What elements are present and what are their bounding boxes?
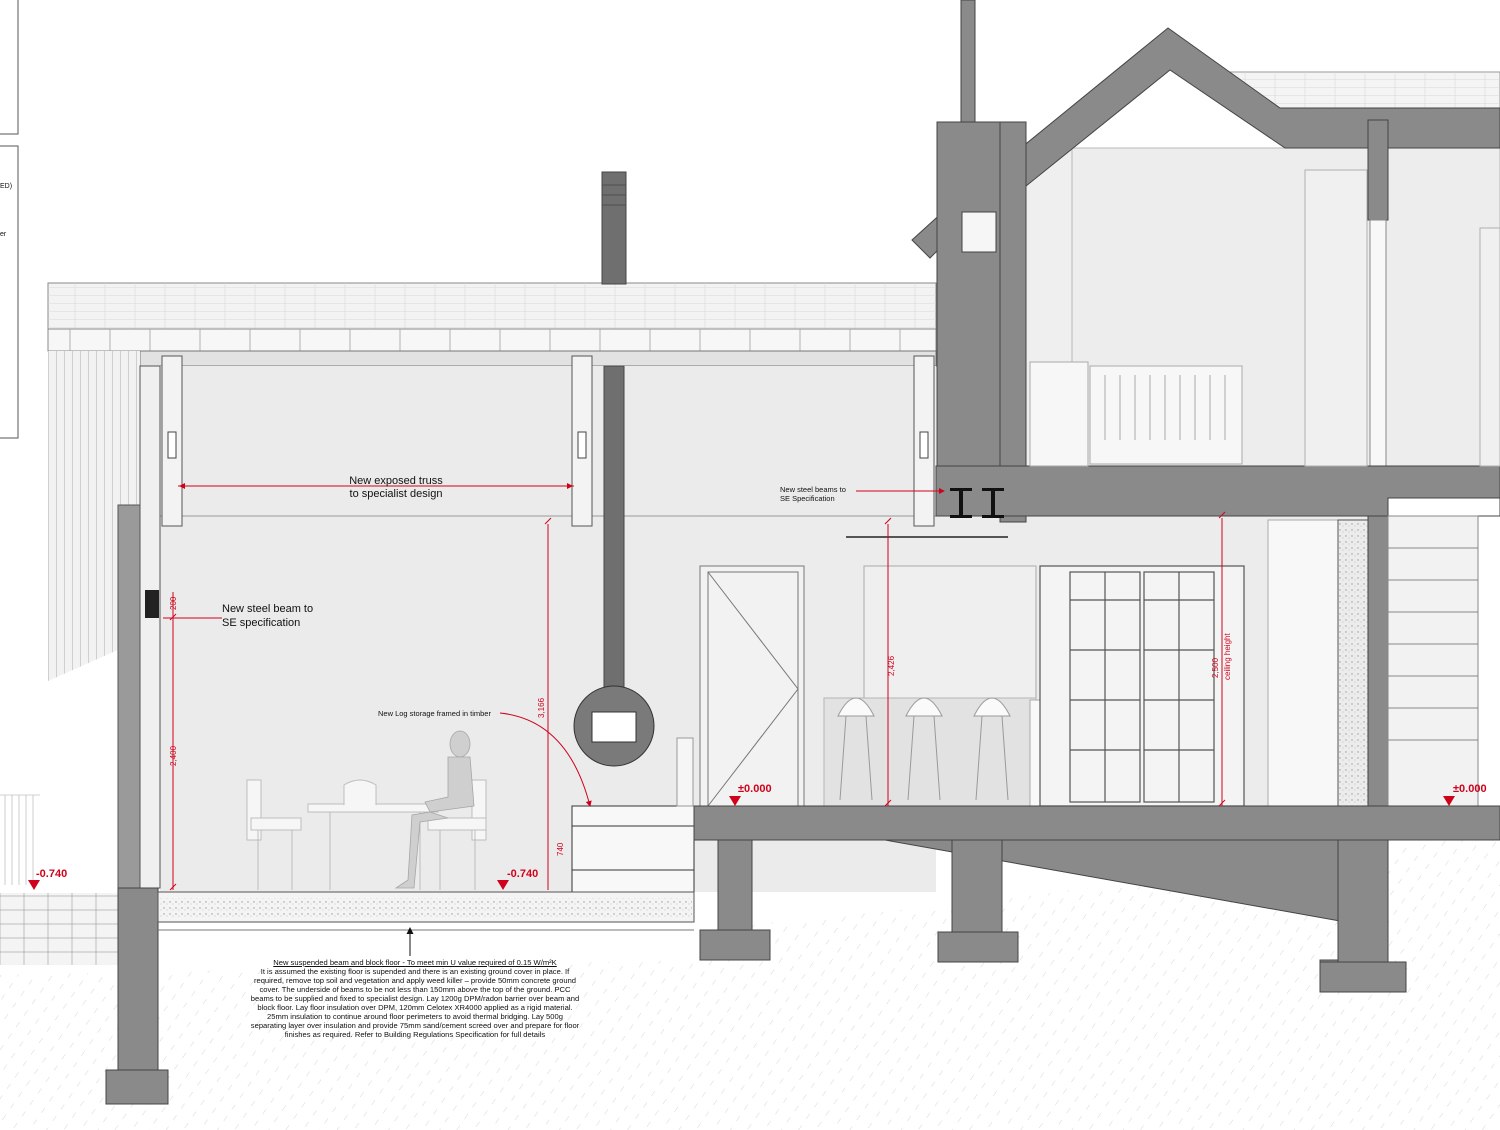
truss-right (913, 355, 935, 527)
kitchen-cabinets (863, 565, 1037, 701)
seated-figure (394, 730, 475, 889)
dim-beam-depth: 200 (169, 596, 178, 610)
level-marker-left: -0.740 (28, 868, 67, 890)
ceiling-plate (139, 350, 937, 367)
margin-fragment-1: ED) (0, 183, 12, 190)
footing-2-base (937, 931, 1019, 963)
log-storage-leader (499, 712, 592, 807)
stair-void (1387, 497, 1500, 517)
level-marker-dining: -0.740 (497, 868, 538, 890)
margin-fragment-2: er (0, 231, 7, 238)
door-upper-right (1479, 227, 1500, 467)
cladding-cut (48, 640, 140, 690)
footing-2 (951, 839, 1003, 933)
floor-spec-body: It is assumed the existing floor is supe… (250, 967, 580, 1039)
steel-beam-section (145, 590, 159, 618)
footing-3-base (1319, 961, 1407, 993)
wall-cavity (139, 365, 161, 889)
flue-lower (603, 365, 625, 689)
chest-of-drawers (1029, 361, 1089, 467)
steel-beams-note-line1: New steel beams to (780, 485, 846, 494)
external-wall-section (117, 504, 141, 889)
bar-stools (837, 697, 1011, 801)
staircase (1387, 515, 1479, 807)
steel-beams-section (950, 488, 1004, 518)
french-doors (1039, 565, 1245, 807)
chimney-upper (999, 121, 1027, 523)
truss-left (161, 355, 183, 527)
extension-roof-tiles-pattern (48, 283, 936, 329)
footing-3 (1337, 839, 1389, 963)
left-footing-base (105, 1069, 169, 1105)
title-block-top (0, 0, 19, 135)
dim-apex-height: 3,166 (537, 697, 546, 718)
truss-note-line2: to specialist design (350, 488, 443, 500)
dim-ceiling-label: ceiling height (1223, 633, 1232, 680)
title-block-middle (0, 145, 19, 439)
level-marker-kitchen: ±0.000 (729, 783, 772, 806)
steel-beam-note-line1: New steel beam to (222, 603, 313, 615)
retaining-wall (0, 893, 118, 965)
dim-log-store: 740 (556, 842, 565, 856)
footing-1-base (699, 929, 771, 961)
flue-upper-rings (602, 184, 626, 206)
ridge-post-lower (1369, 219, 1387, 467)
left-wall-foundation (117, 887, 159, 1071)
steel-beam-note-line2: SE specification (222, 617, 300, 629)
chimney-stack (960, 0, 976, 125)
fence-outline (0, 794, 40, 885)
svg-text:-0.740: -0.740 (507, 868, 538, 880)
dormer-gable-window (961, 211, 997, 253)
wardrobe (1304, 169, 1368, 467)
dim-ceiling: 2,500 (1211, 657, 1220, 678)
insulated-wall (1337, 519, 1369, 807)
log-storage-note: New Log storage framed in timber (378, 709, 491, 718)
dim-kitchen-height: 2,426 (887, 655, 896, 676)
ridge-post (1367, 119, 1389, 221)
flue-upper (601, 171, 627, 285)
slab-main (693, 805, 1500, 841)
suspended-floor-insulation (160, 898, 692, 918)
ground-hatch (0, 830, 1500, 1130)
svg-text:±0.000: ±0.000 (1453, 783, 1487, 795)
roof-rafter-ends (69, 329, 901, 351)
cot (1089, 365, 1243, 465)
svg-text:±0.000: ±0.000 (738, 783, 772, 795)
svg-text:-0.740: -0.740 (36, 868, 67, 880)
level-marker-right: ±0.000 (1443, 783, 1487, 806)
kitchen-door (699, 565, 805, 807)
chimney-breast (936, 121, 1001, 515)
bookshelf (1267, 519, 1339, 807)
fireplace-opening (591, 711, 637, 743)
roof-fascia (47, 328, 937, 352)
truss-note-line1: New exposed truss (349, 475, 443, 487)
truss-middle (571, 355, 593, 527)
log-storage (571, 805, 695, 893)
dining-furniture (246, 779, 487, 890)
floor-specification-note: New suspended beam and block floor - To … (250, 958, 580, 1039)
steel-beams-note-line2: SE Specification (780, 494, 835, 503)
shelf-unit (676, 737, 694, 807)
floor-spec-title: New suspended beam and block floor - To … (273, 958, 557, 967)
dimension-lines (163, 485, 1226, 891)
dim-wall-height: 2,400 (169, 745, 178, 766)
